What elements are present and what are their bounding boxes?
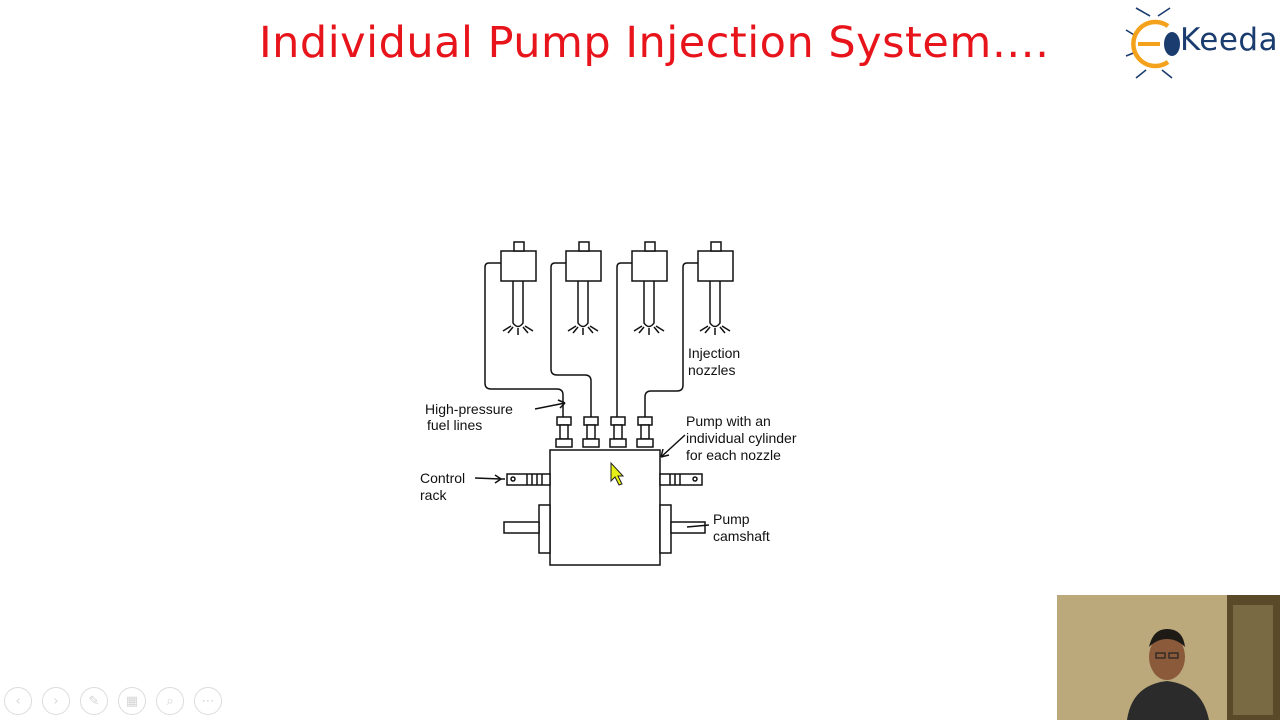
injection-nozzle-3 [631,241,668,335]
fuel-lines [484,262,698,417]
delivery-valves [555,416,654,448]
label-pump-camshaft-1: Pump [713,511,750,527]
injection-nozzle-1 [500,241,537,335]
prev-icon[interactable]: ‹ [4,687,32,715]
label-injection-nozzles-2: nozzles [688,362,735,378]
label-high-pressure-2: fuel lines [427,417,482,433]
pen-icon[interactable]: ✎ [80,687,108,715]
label-control-rack-2: rack [420,487,447,503]
label-injection-nozzles-1: Injection [688,345,740,361]
label-high-pressure-1: High-pressure [425,401,513,417]
next-icon[interactable]: › [42,687,70,715]
slides-icon[interactable]: ▦ [118,687,146,715]
mouse-cursor-icon [610,461,625,486]
label-control-rack-1: Control [420,470,465,486]
label-pump-cylinder-1: Pump with an [686,413,771,429]
injection-nozzle-4 [697,241,734,335]
label-pump-camshaft-2: camshaft [713,528,770,544]
injection-system-diagram: Injection nozzles High-pressure fuel lin… [420,241,797,566]
label-pump-cylinder-2: individual cylinder [686,430,797,446]
control-rack [506,473,703,486]
more-icon[interactable]: ⋯ [194,687,222,715]
label-pump-cylinder-3: for each nozzle [686,447,781,463]
injection-nozzle-2 [565,241,602,335]
slide-title: Individual Pump Injection System…. [259,18,1050,68]
pump-body [549,449,661,566]
logo-text: Keeda [1180,22,1279,58]
presenter-webcam [1057,595,1280,720]
zoom-icon[interactable]: ⌕ [156,687,184,715]
ekeeda-logo [1125,7,1180,79]
slideshow-controls: ‹ › ✎ ▦ ⌕ ⋯ [4,687,222,715]
